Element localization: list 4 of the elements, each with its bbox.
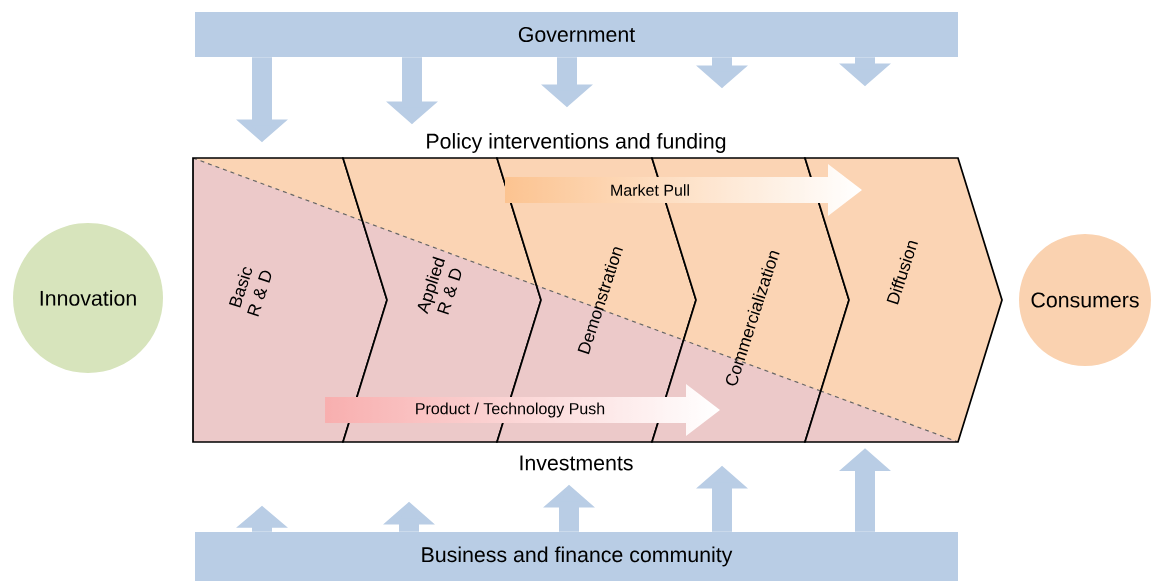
section-label: Investments <box>520 455 633 471</box>
band-box: Government <box>195 12 958 57</box>
section-label: Policy interventions and funding <box>427 133 726 153</box>
band-box: Business and finance community <box>195 532 958 581</box>
